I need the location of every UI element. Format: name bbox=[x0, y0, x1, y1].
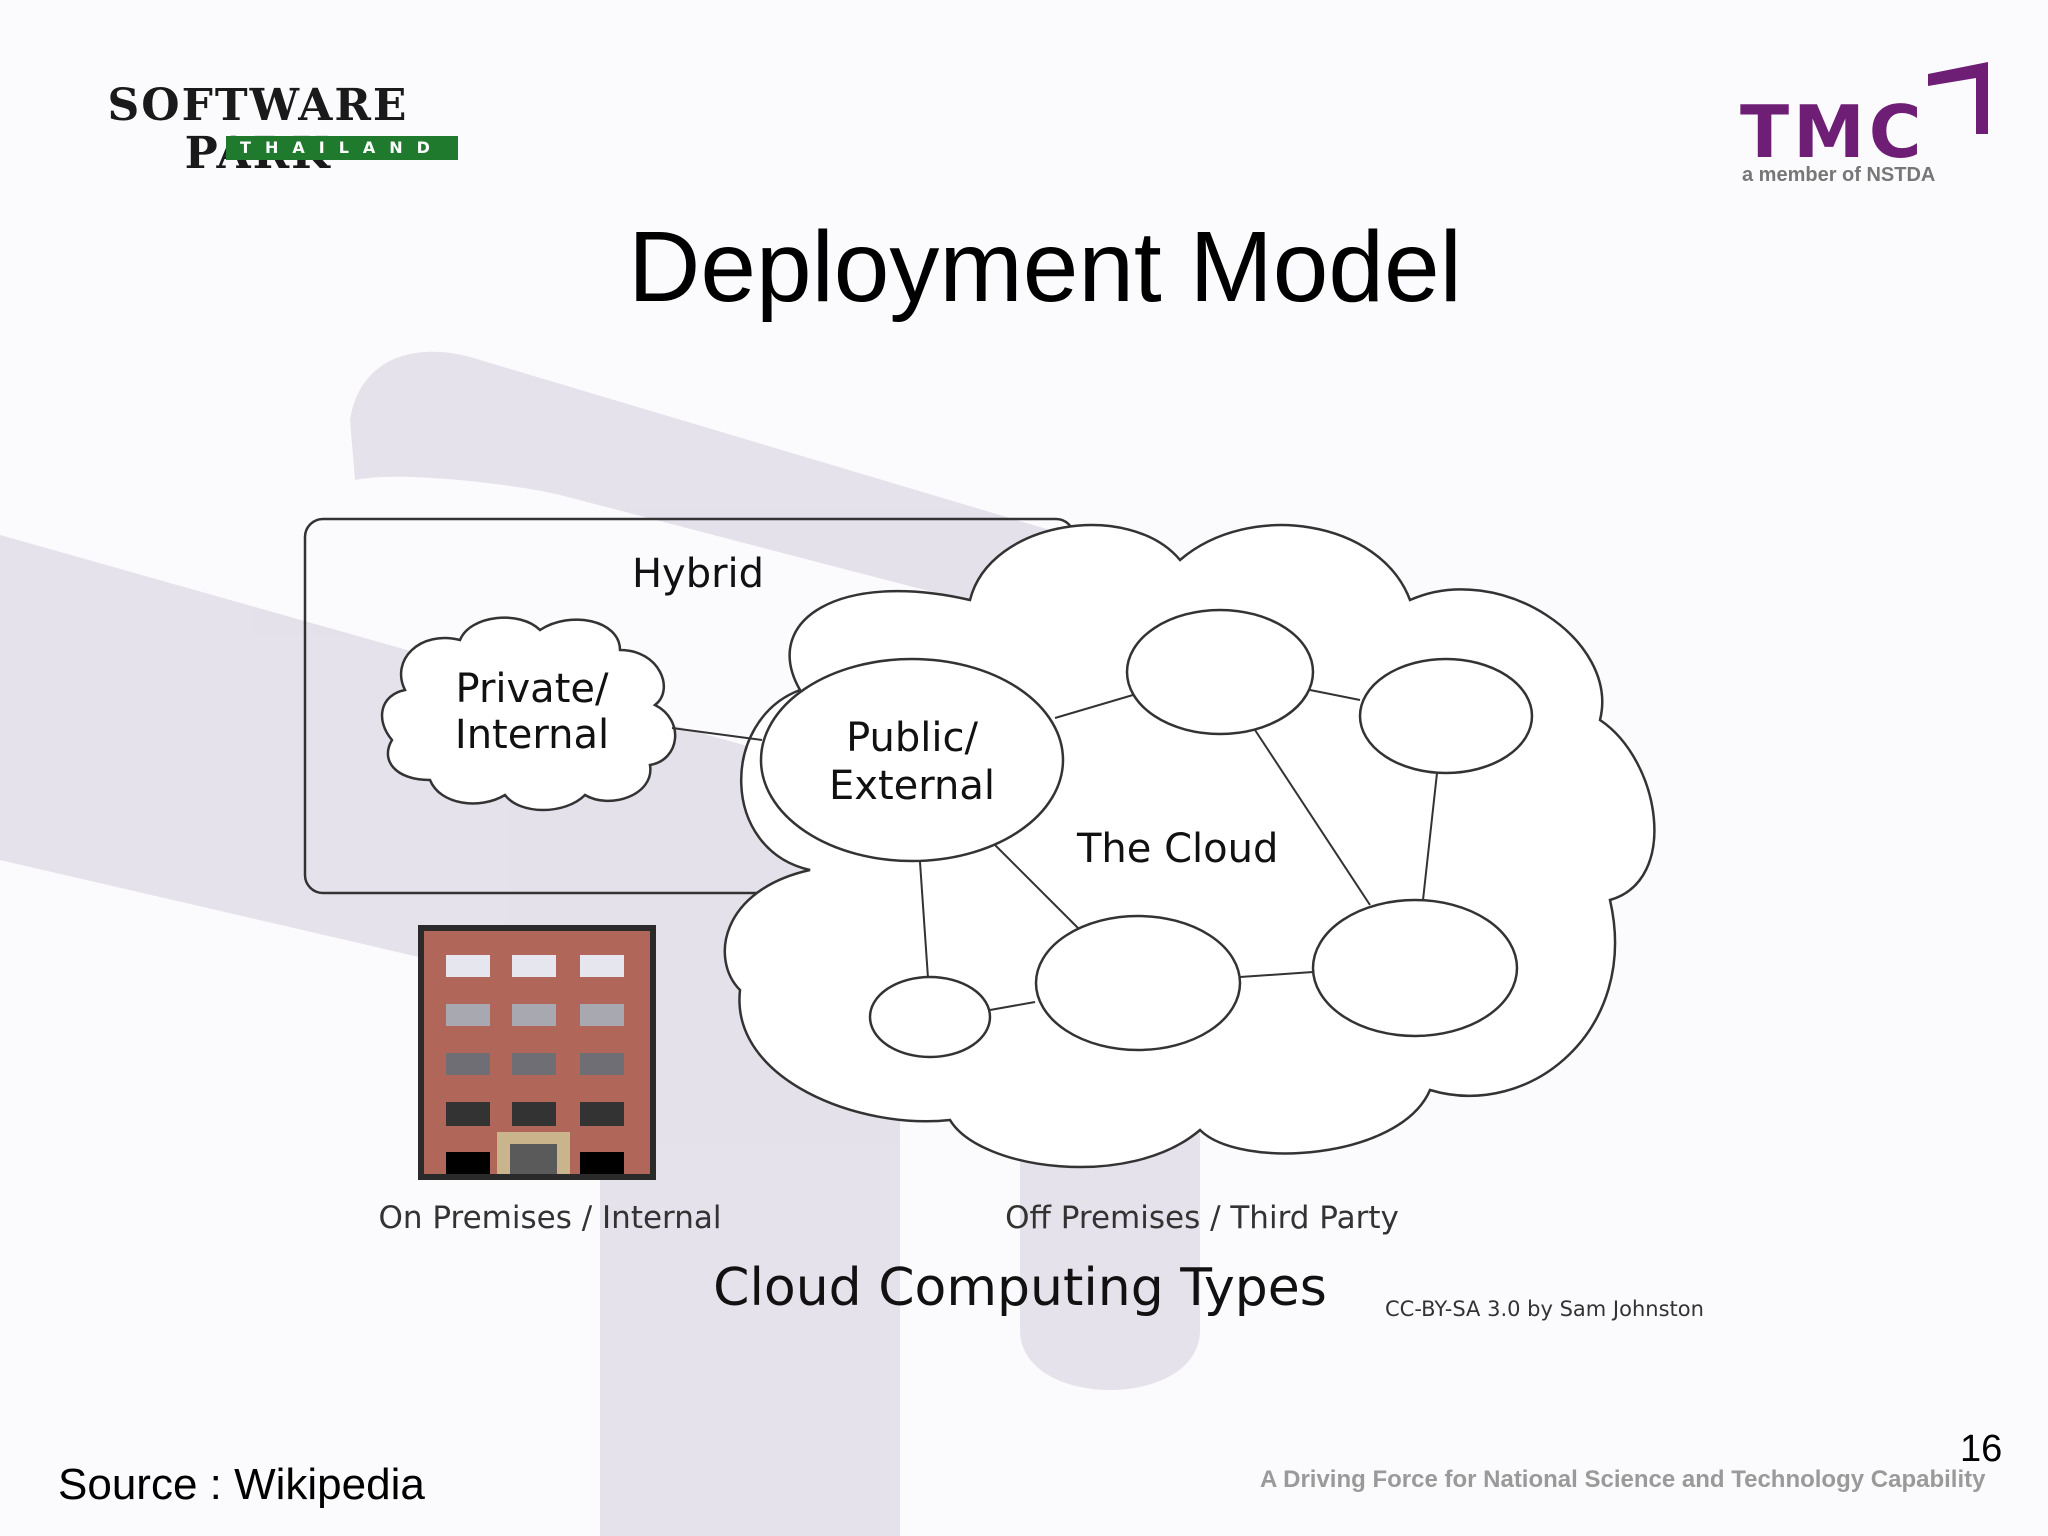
private-label-line2: Internal bbox=[455, 712, 609, 758]
page-number: 16 bbox=[1960, 1428, 2003, 1470]
cloud-node bbox=[1034, 914, 1242, 1052]
tmc-stripe-mark bbox=[1928, 62, 1988, 134]
private-cloud-shape bbox=[380, 616, 677, 812]
source-note: Source : Wikipedia bbox=[58, 1460, 425, 1509]
private-label-line1: Private/ bbox=[456, 666, 609, 712]
building-windows bbox=[446, 955, 624, 1174]
network-nodes bbox=[759, 608, 1534, 1059]
diagram-caption: Cloud Computing Types bbox=[713, 1258, 1327, 1318]
public-label-line2: External bbox=[829, 763, 995, 809]
software-park-logo: SOFTWARE PARK THAILAND bbox=[58, 82, 458, 178]
on-premises-label: On Premises / Internal bbox=[379, 1200, 722, 1236]
cloud-node bbox=[1358, 657, 1534, 775]
office-building-icon bbox=[418, 925, 656, 1180]
tmc-wordmark: TMC bbox=[1740, 90, 1926, 174]
tmc-logo: TMC a member of NSTDA bbox=[1738, 60, 1998, 190]
footer-tagline: A Driving Force for National Science and… bbox=[1260, 1466, 1986, 1493]
thailand-bar: THAILAND bbox=[226, 136, 458, 160]
license-credit: CC-BY-SA 3.0 by Sam Johnston bbox=[1385, 1297, 1704, 1321]
slide-title: Deployment Model bbox=[628, 211, 1462, 323]
cloud-node bbox=[868, 975, 992, 1059]
hybrid-label: Hybrid bbox=[632, 551, 764, 597]
cloud-node bbox=[1125, 608, 1315, 736]
tmc-subtitle: a member of NSTDA bbox=[1742, 164, 1936, 186]
cloud-node bbox=[1311, 898, 1519, 1038]
public-external-node bbox=[759, 657, 1065, 863]
network-links bbox=[671, 689, 1438, 1011]
the-cloud-label: The Cloud bbox=[1076, 826, 1278, 872]
software-park-wordmark: SOFTWARE PARK bbox=[107, 80, 409, 178]
public-label-line1: Public/ bbox=[846, 715, 978, 761]
off-premises-label: Off Premises / Third Party bbox=[1005, 1200, 1399, 1236]
